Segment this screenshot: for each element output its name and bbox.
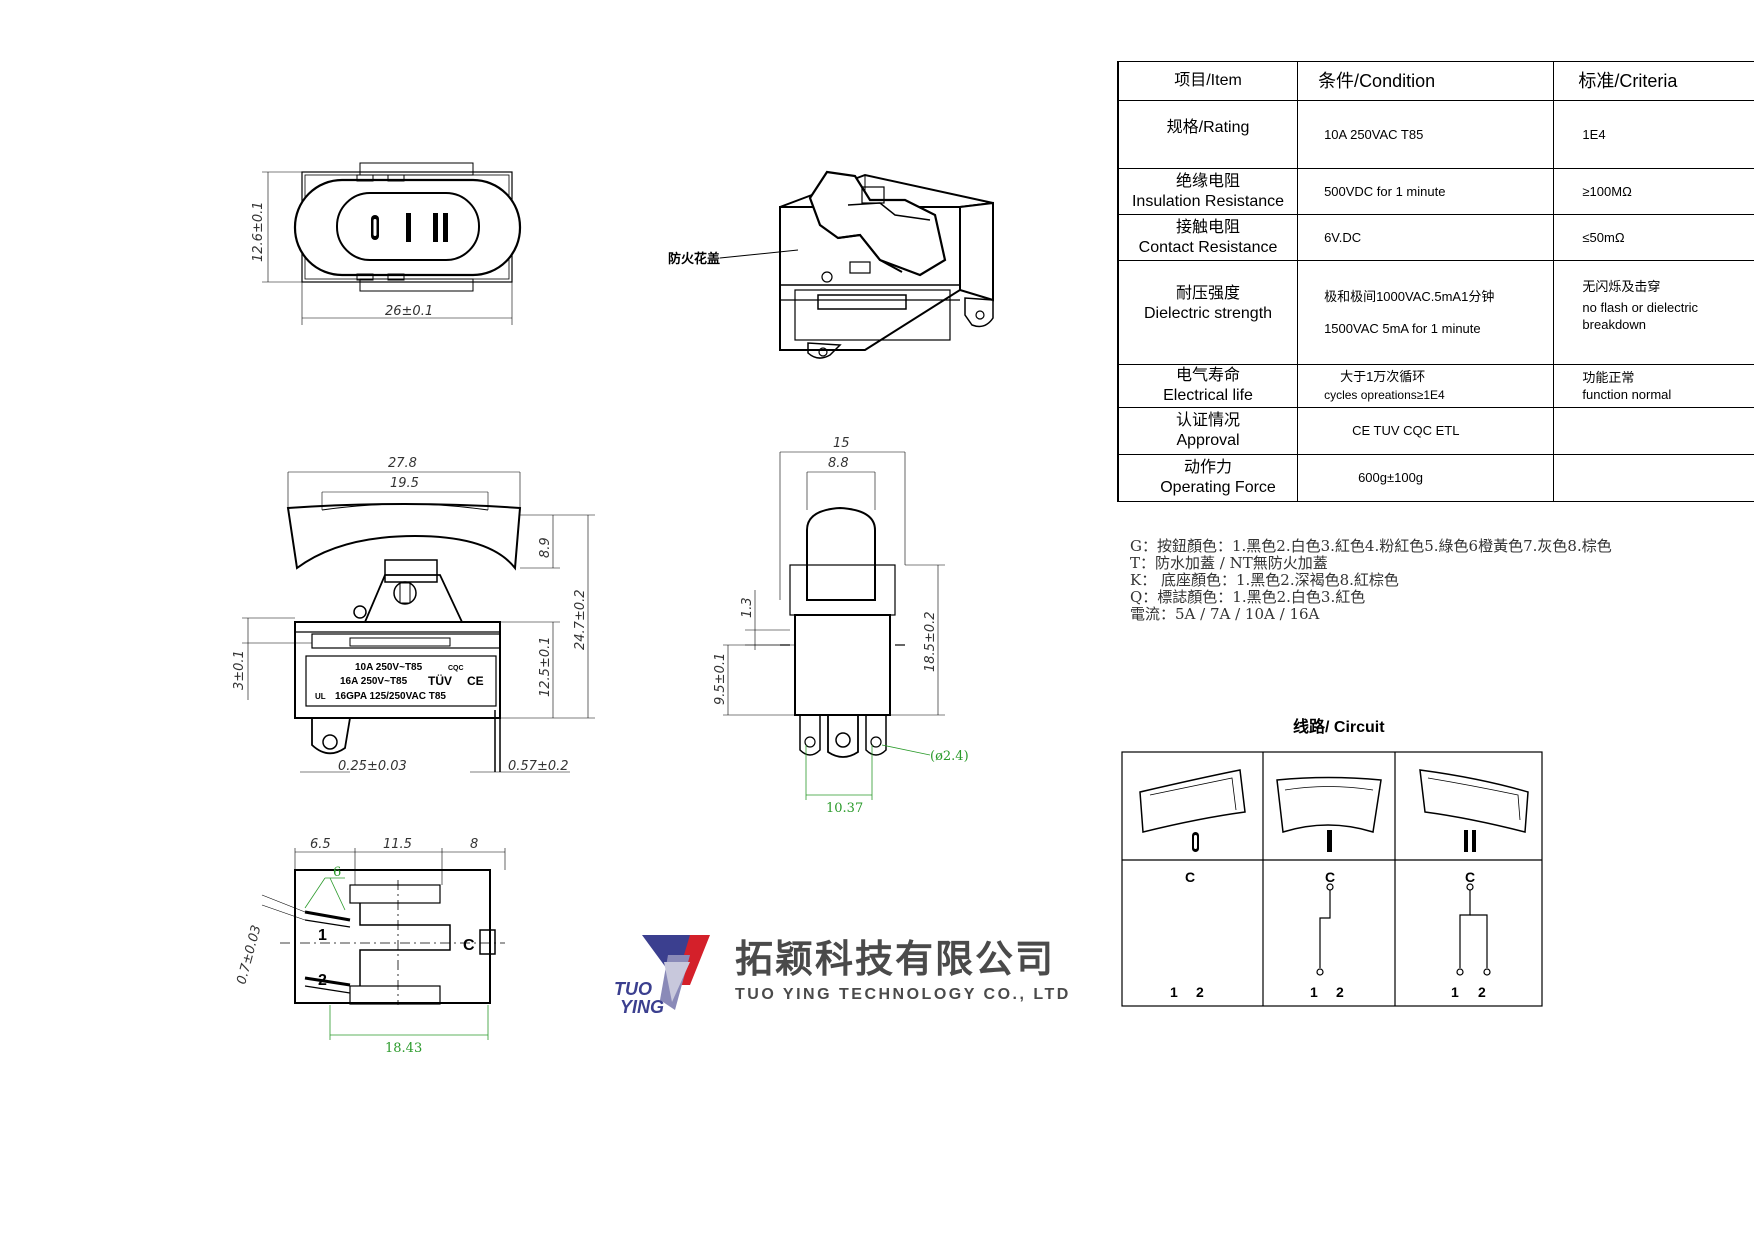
circuit-title: 线路/ Circuit — [1293, 717, 1385, 736]
dim-side-h1: 1.3 — [740, 597, 755, 618]
dim-bottom-w2: 11.5 — [383, 837, 412, 852]
label-fire-cover: 防火花盖 — [668, 251, 720, 266]
row-approval-condition: CE TUV CQC ETL — [1297, 407, 1554, 455]
dim-front-width-inner: 19.5 — [390, 476, 419, 491]
dim-side-hole: (ø2.4) — [930, 749, 969, 764]
company-name-cn: 拓颖科技有限公司 — [735, 939, 1055, 981]
circuit-1-1: 1 — [1310, 984, 1318, 1000]
row-contact-criteria: ≤50mΩ — [1553, 214, 1754, 261]
row-rating-condition: 10A 250VAC T85 — [1297, 100, 1554, 169]
logo-text-tuo: TUO — [614, 979, 652, 999]
row-insulation-condition: 500VDC for 1 minute — [1297, 168, 1554, 215]
company-name-en: TUO YING TECHNOLOGY CO., LTD — [735, 986, 1071, 1003]
circuit-c-0: C — [1185, 869, 1195, 885]
mark-line3: 16GPA 125/250VAC T85 — [335, 691, 446, 702]
mark-line2: 16A 250V~T85 — [340, 676, 408, 687]
logo-text-ying: YING — [620, 997, 664, 1017]
pin-label-1: 1 — [318, 927, 327, 944]
note-cover: T：防水加蓋 / NT無防火加蓋 — [1130, 554, 1328, 572]
note-logo-color: Q：標誌顏色：1.黑色2.白色3.紅色 — [1130, 588, 1366, 606]
dim-bottom-w3: 8 — [470, 837, 478, 852]
dim-bottom-thickness: 0.7±0.03 — [234, 924, 264, 986]
mark-line1: 10A 250V~T85 — [355, 662, 423, 673]
header-condition: 条件/Condition — [1297, 61, 1554, 101]
option-notes: G：按鈕顏色：1.黑色2.白色3.紅色4.粉紅色5.綠色6橙黃色7.灰色8.棕色… — [1130, 538, 1612, 623]
row-force-criteria — [1553, 454, 1754, 502]
circuit-2-2: 2 — [1478, 984, 1486, 1000]
side-view — [723, 451, 945, 758]
circuit-symbols — [1192, 830, 1476, 852]
mark-ce: CE — [467, 674, 484, 688]
circuit-1-2: 1 — [1451, 984, 1459, 1000]
dim-front-bottom-left: 0.25±0.03 — [338, 759, 407, 774]
bottom-view — [261, 848, 506, 1005]
table-row: 规格/Rating 10A 250VAC T85 1E4 — [1117, 100, 1754, 169]
top-view-symbols — [371, 213, 448, 242]
dim-side-w1: 15 — [833, 436, 850, 451]
row-force-condition: 600g±100g — [1297, 454, 1554, 502]
row-rating-criteria: 1E4 — [1553, 100, 1754, 169]
dim-front-bottom-right: 0.57±0.2 — [508, 759, 569, 774]
row-rating-item: 规格/Rating — [1117, 100, 1298, 169]
dim-front-width-outer: 27.8 — [388, 456, 417, 471]
dim-top-width: 26±0.1 — [385, 304, 433, 319]
bottom-view-green-dims — [304, 877, 489, 1040]
dim-top-height: 12.6±0.1 — [251, 201, 266, 262]
dim-front-h1: 8.9 — [538, 537, 553, 558]
top-view — [262, 162, 522, 325]
front-view — [242, 471, 595, 773]
dim-side-h2: 9.5±0.1 — [713, 653, 728, 705]
note-button-color: G：按鈕顏色：1.黑色2.白色3.紅色4.粉紅色5.綠色6橙黃色7.灰色8.棕色 — [1130, 537, 1612, 555]
dim-bottom-span: 18.43 — [385, 1041, 422, 1056]
pin-label-2: 2 — [318, 972, 327, 989]
company-logo — [642, 935, 710, 1010]
circuit-2-1: 2 — [1336, 984, 1344, 1000]
circuit-1-0: 1 — [1170, 984, 1178, 1000]
dim-front-h2: 24.7±0.2 — [573, 589, 588, 650]
pin-label-c: C — [463, 937, 475, 954]
mark-cqc: CQC — [448, 665, 464, 672]
row-contact-condition: 6V.DC — [1297, 214, 1554, 261]
isometric-view — [719, 170, 994, 359]
dim-bottom-angle: 6 — [333, 865, 341, 880]
note-current: 電流：5A / 7A / 10A / 16A — [1130, 605, 1320, 623]
circuit-c-1: C — [1325, 869, 1335, 885]
dim-bottom-w1: 6.5 — [310, 837, 331, 852]
header-item: 项目/Item — [1117, 61, 1298, 101]
dim-side-w2: 8.8 — [828, 456, 849, 471]
circuit-c-2: C — [1465, 869, 1475, 885]
mark-ul: UL — [315, 692, 326, 701]
dim-side-h3: 18.5±0.2 — [923, 611, 938, 672]
circuit-2-0: 2 — [1196, 984, 1204, 1000]
mark-tuv: TÜV — [428, 673, 452, 688]
spec-table: 项目/Item 条件/Condition 标准/Criteria 规格/Rati… — [1117, 61, 1754, 502]
side-view-green-dims — [805, 744, 931, 800]
dim-side-pin-span: 10.37 — [826, 801, 863, 816]
dim-front-h3: 12.5±0.1 — [538, 636, 553, 697]
row-insulation-criteria: ≥100MΩ — [1553, 168, 1754, 215]
circuit-diagram — [1121, 751, 1543, 1007]
row-approval-criteria — [1553, 407, 1754, 455]
dim-front-h4: 3±0.1 — [232, 650, 247, 690]
note-base-color: K： 底座顏色：1.黑色2.深褐色8.紅棕色 — [1130, 571, 1399, 589]
table-header-row: 项目/Item 条件/Condition 标准/Criteria — [1117, 61, 1754, 101]
header-criteria: 标准/Criteria — [1553, 61, 1754, 101]
